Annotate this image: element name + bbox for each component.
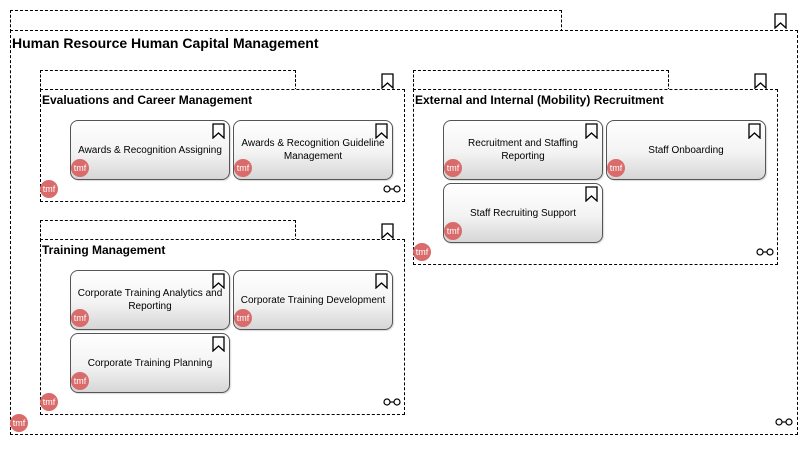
bookmark-flag-icon [585, 123, 598, 139]
bookmark-flag-icon [375, 123, 388, 139]
card-awards-recognition-guideline-management[interactable]: Awards & Recognition Guideline Managemen… [233, 120, 393, 180]
bookmark-flag-icon [748, 123, 761, 139]
bookmark-flag-icon [375, 273, 388, 289]
bookmark-flag-icon [212, 123, 225, 139]
card-label: Corporate Training Development [240, 294, 386, 306]
training-tab [40, 220, 296, 241]
bookmark-flag-icon [585, 186, 598, 202]
card-corporate-training-analytics-reporting[interactable]: Corporate Training Analytics and Reporti… [70, 270, 230, 330]
training-title: Training Management [42, 243, 166, 257]
recruitment-title: External and Internal (Mobility) Recruit… [415, 93, 664, 107]
tmf-badge: tmf [71, 309, 89, 327]
tmf-badge: tmf [234, 159, 252, 177]
tmf-badge: tmf [234, 309, 252, 327]
card-awards-recognition-assigning[interactable]: Awards & Recognition Assigning tmf [70, 120, 230, 180]
card-staff-onboarding[interactable]: Staff Onboarding tmf [606, 120, 766, 180]
evaluations-title: Evaluations and Career Management [42, 93, 253, 107]
card-label: Staff Onboarding [648, 144, 724, 156]
tmf-badge: tmf [413, 243, 431, 261]
tmf-badge: tmf [71, 159, 89, 177]
tmf-badge: tmf [444, 222, 462, 240]
chain-link-icon [383, 398, 401, 406]
bookmark-flag-icon [754, 73, 767, 89]
chain-link-icon [775, 418, 793, 426]
card-recruitment-staffing-reporting[interactable]: Recruitment and Staffing Reporting tmf [443, 120, 603, 180]
bookmark-flag-icon [381, 73, 394, 89]
tmf-badge: tmf [607, 159, 625, 177]
card-label: Staff Recruiting Support [470, 207, 576, 219]
evaluations-tab [40, 70, 296, 91]
bookmark-flag-icon [212, 336, 225, 352]
root-title: Human Resource Human Capital Management [12, 35, 319, 51]
card-label: Corporate Training Planning [87, 357, 213, 369]
card-label: Awards & Recognition Assigning [78, 144, 222, 156]
chain-link-icon [756, 248, 774, 256]
card-label: Awards & Recognition Guideline Managemen… [241, 138, 385, 162]
chain-link-icon [383, 185, 401, 193]
recruitment-tab [413, 70, 669, 91]
root-tab [10, 10, 562, 32]
tmf-badge: tmf [40, 393, 58, 411]
card-corporate-training-development[interactable]: Corporate Training Development tmf [233, 270, 393, 330]
tmf-badge: tmf [444, 159, 462, 177]
bookmark-flag-icon [774, 13, 787, 29]
bookmark-flag-icon [381, 223, 394, 239]
tmf-badge: tmf [71, 372, 89, 390]
card-staff-recruiting-support[interactable]: Staff Recruiting Support tmf [443, 183, 603, 243]
card-label: Recruitment and Staffing Reporting [468, 138, 578, 162]
bookmark-flag-icon [212, 273, 225, 289]
card-corporate-training-planning[interactable]: Corporate Training Planning tmf [70, 333, 230, 393]
tmf-badge: tmf [40, 180, 58, 198]
card-label: Corporate Training Analytics and Reporti… [77, 288, 223, 312]
tmf-badge: tmf [10, 414, 28, 432]
